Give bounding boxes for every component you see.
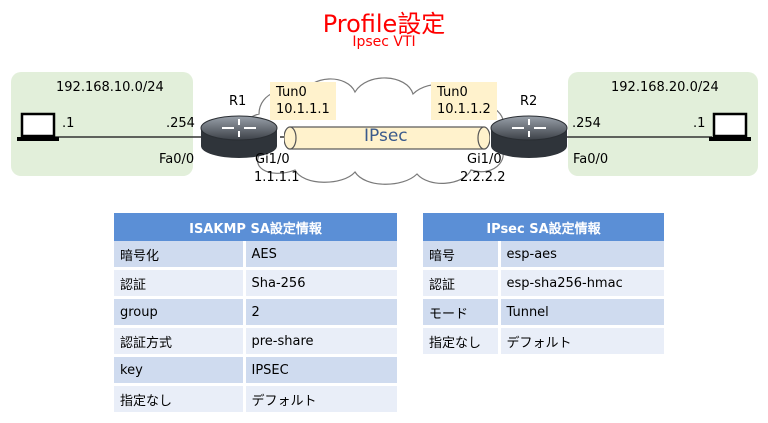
- ipsec-table: IPsec SA設定情報 暗号 esp-aes 認証 esp-sha256-hm…: [423, 213, 664, 357]
- isakmp-value-cell: 2: [244, 297, 397, 328]
- isakmp-key-cell: 認証方式: [114, 326, 246, 357]
- right-router-ip: .254: [572, 116, 601, 131]
- r2-tunnel-name: Tun0: [437, 85, 468, 100]
- isakmp-key-cell: 指定なし: [114, 384, 246, 415]
- ipsec-header: IPsec SA設定情報: [423, 213, 664, 241]
- page-title: Profile設定: [322, 10, 446, 38]
- tunnel-label: IPsec: [364, 126, 408, 146]
- r1-wan-interface: Gi1/0: [255, 152, 290, 167]
- right-router-interface: Fa0/0: [573, 152, 609, 167]
- table-row: 指定なし デフォルト: [423, 326, 664, 357]
- ipsec-key-cell: 指定なし: [423, 326, 501, 357]
- right-lan-network: 192.168.20.0/24: [611, 80, 719, 95]
- r2-tunnel-ip: 10.1.1.2: [437, 102, 491, 117]
- ipsec-value-cell: esp-sha256-hmac: [499, 268, 664, 299]
- isakmp-table: ISAKMP SA設定情報 暗号化 AES 認証 Sha-256 group 2…: [114, 213, 397, 415]
- right-host-ip: .1: [693, 116, 706, 131]
- isakmp-key-cell: 暗号化: [114, 241, 246, 270]
- table-row: 認証 Sha-256: [114, 268, 397, 299]
- isakmp-key-cell: 認証: [114, 268, 246, 299]
- ipsec-key-cell: 認証: [423, 268, 501, 299]
- table-row: 暗号化 AES: [114, 241, 397, 270]
- ipsec-value-cell: デフォルト: [499, 326, 664, 357]
- table-row: key IPSEC: [114, 355, 397, 386]
- table-row: 認証 esp-sha256-hmac: [423, 268, 664, 299]
- left-host-ip: .1: [62, 116, 75, 131]
- router-icon: [200, 115, 278, 158]
- r1-wan-ip: 1.1.1.1: [254, 170, 300, 185]
- table-row: 暗号 esp-aes: [423, 241, 664, 270]
- isakmp-value-cell: IPSEC: [244, 355, 397, 386]
- isakmp-value-cell: AES: [244, 241, 397, 270]
- r2-name: R2: [520, 94, 538, 109]
- isakmp-key-cell: key: [114, 355, 246, 386]
- table-row: group 2: [114, 297, 397, 328]
- ipsec-value-cell: Tunnel: [499, 297, 664, 328]
- ipsec-key-cell: 暗号: [423, 241, 501, 270]
- left-router-interface: Fa0/0: [159, 152, 195, 167]
- r1-name: R1: [229, 94, 247, 109]
- left-router-ip: .254: [166, 116, 195, 131]
- r2-wan-interface: Gi1/0: [467, 152, 502, 167]
- ipsec-value-cell: esp-aes: [499, 241, 664, 270]
- page-subtitle: Ipsec VTI: [352, 34, 416, 50]
- isakmp-key-cell: group: [114, 297, 246, 328]
- table-row: 認証方式 pre-share: [114, 326, 397, 357]
- r1-tunnel-box: Tun0 10.1.1.1: [270, 82, 336, 120]
- network-links: [55, 136, 712, 138]
- isakmp-value-cell: Sha-256: [244, 268, 397, 299]
- isakmp-value-cell: デフォルト: [244, 384, 397, 415]
- table-row: 指定なし デフォルト: [114, 384, 397, 415]
- laptop-icon: [709, 112, 751, 141]
- isakmp-value-cell: pre-share: [244, 326, 397, 357]
- r2-tunnel-box: Tun0 10.1.1.2: [431, 82, 497, 120]
- ipsec-tunnel: [284, 126, 490, 150]
- ipsec-key-cell: モード: [423, 297, 501, 328]
- r2-wan-ip: 2.2.2.2: [460, 170, 506, 185]
- r1-tunnel-name: Tun0: [276, 85, 307, 100]
- laptop-icon: [17, 112, 59, 141]
- r1-tunnel-ip: 10.1.1.1: [276, 102, 330, 117]
- router-icon: [490, 115, 568, 158]
- left-lan-network: 192.168.10.0/24: [56, 80, 164, 95]
- table-row: モード Tunnel: [423, 297, 664, 328]
- isakmp-header: ISAKMP SA設定情報: [114, 213, 397, 241]
